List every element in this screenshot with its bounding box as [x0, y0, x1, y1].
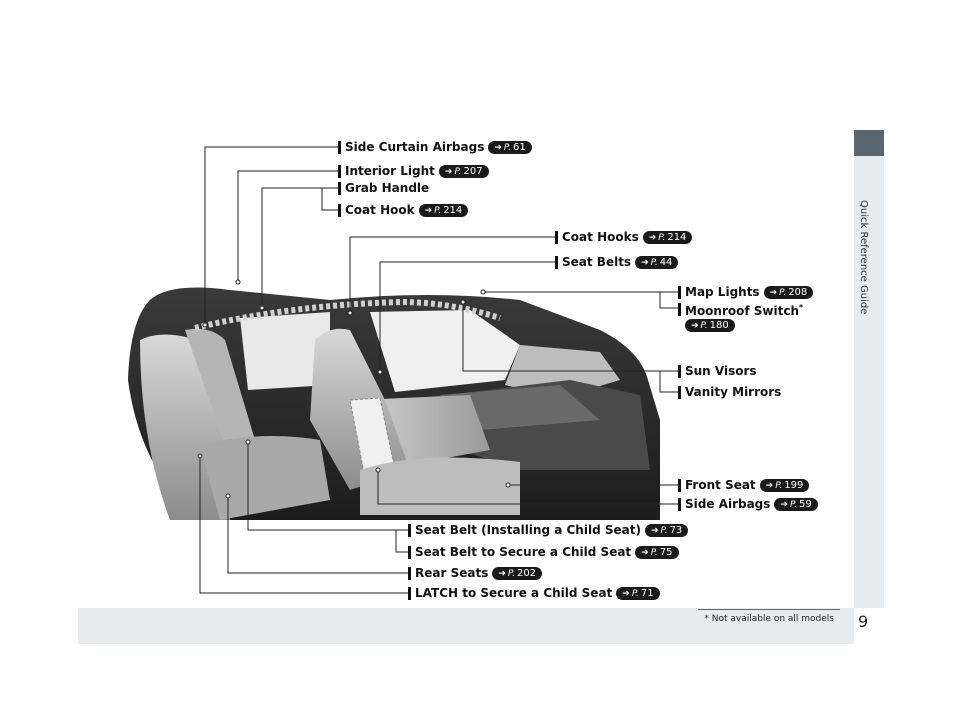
callout-front-seat: Front Seat ➔P.199	[678, 478, 810, 492]
arrow-icon: ➔	[769, 287, 778, 298]
callout-label: Sun Visors	[685, 364, 757, 378]
arrow-icon: ➔	[650, 525, 659, 536]
callout-coat-hook: Coat Hook ➔P.214	[338, 203, 469, 217]
callout-bar	[408, 586, 411, 600]
callout-bar	[678, 497, 681, 511]
page-ref-link[interactable]: ➔P.71	[616, 586, 660, 600]
callout-label: Vanity Mirrors	[685, 385, 782, 399]
asterisk-mark: *	[799, 303, 804, 312]
callout-bar	[408, 545, 411, 559]
arrow-icon: ➔	[780, 499, 788, 510]
arrow-icon: ➔	[641, 547, 649, 558]
callout-vanity-mirrors: Vanity Mirrors	[678, 385, 781, 399]
page-ref-link[interactable]: ➔P.199	[759, 478, 810, 492]
callout-label: Rear Seats	[415, 566, 489, 580]
callout-bar	[338, 203, 341, 217]
callout-grab-handle: Grab Handle	[338, 181, 429, 195]
callout-label: Interior Light	[345, 164, 435, 178]
callout-label: Front Seat	[685, 478, 756, 492]
arrow-icon: ➔	[424, 205, 433, 216]
callout-label: Map Lights	[685, 285, 760, 299]
arrow-icon: ➔	[494, 142, 502, 153]
callout-seat-belt-secure-child-seat: Seat Belt to Secure a Child Seat ➔P.75	[408, 545, 679, 559]
page-ref-link[interactable]: ➔P.75	[635, 545, 679, 559]
callout-side-curtain-airbags: Side Curtain Airbags ➔P.61	[338, 140, 532, 154]
footer-band	[78, 608, 854, 644]
callout-label: Coat Hooks	[562, 230, 639, 244]
callout-label: Seat Belt (Installing a Child Seat)	[415, 523, 641, 537]
page-ref-link[interactable]: ➔P.208	[763, 285, 814, 299]
callout-sun-visors: Sun Visors	[678, 364, 757, 378]
callout-map-lights: Map Lights ➔P.208	[678, 285, 814, 299]
arrow-icon: ➔	[444, 166, 453, 177]
page-ref-link[interactable]: ➔P.202	[492, 566, 543, 580]
callout-interior-light: Interior Light ➔P.207	[338, 164, 489, 178]
callout-label: Side Airbags	[685, 497, 771, 511]
page-ref-link[interactable]: ➔P.73	[644, 523, 689, 537]
callout-label: Seat Belt to Secure a Child Seat	[415, 545, 632, 559]
sidebar-strip	[854, 156, 884, 608]
page-ref-link[interactable]: ➔P.214	[642, 230, 693, 244]
callout-rear-seats: Rear Seats ➔P.202	[408, 566, 543, 580]
callout-bar	[678, 385, 681, 399]
callout-bar	[678, 478, 681, 492]
callout-label: Side Curtain Airbags	[345, 140, 485, 154]
callout-coat-hooks: Coat Hooks ➔P.214	[555, 230, 693, 244]
callout-label: Moonroof Switch*	[685, 303, 804, 318]
page-ref-link[interactable]: ➔P.61	[488, 140, 532, 154]
callout-bar	[408, 523, 411, 537]
callout-bar	[555, 230, 558, 244]
arrow-icon: ➔	[622, 588, 630, 599]
page-ref-link[interactable]: ➔P.214	[418, 203, 469, 217]
arrow-icon: ➔	[691, 321, 699, 331]
callout-seat-belt-installing-child-seat: Seat Belt (Installing a Child Seat) ➔P.7…	[408, 523, 689, 537]
callout-latch-child-seat: LATCH to Secure a Child Seat ➔P.71	[408, 586, 660, 600]
callout-label: Coat Hook	[345, 203, 415, 217]
arrow-icon: ➔	[641, 257, 649, 268]
page-number: 9	[858, 612, 869, 631]
callout-label: Grab Handle	[345, 181, 430, 195]
callout-side-airbags: Side Airbags ➔P.59	[678, 497, 818, 511]
sidebar-tab	[854, 130, 884, 156]
footnote-rule	[698, 609, 840, 610]
callout-label: LATCH to Secure a Child Seat	[415, 586, 613, 600]
moonroof-page-ref: ➔P.180	[685, 319, 735, 332]
callout-bar	[338, 140, 341, 154]
footnote: * Not available on all models	[704, 614, 834, 624]
callout-bar	[338, 164, 341, 178]
callout-seat-belts: Seat Belts ➔P.44	[555, 255, 679, 269]
arrow-icon: ➔	[765, 480, 774, 491]
arrow-icon: ➔	[648, 232, 657, 243]
arrow-icon: ➔	[498, 568, 506, 579]
page-ref-link[interactable]: ➔P.59	[774, 497, 818, 511]
callout-bar	[408, 566, 411, 580]
callout-bar	[678, 364, 681, 378]
callout-bar	[338, 181, 341, 195]
page-ref-link[interactable]: ➔P.180	[685, 319, 735, 332]
callout-bar	[678, 303, 681, 316]
page-ref-link[interactable]: ➔P.44	[635, 255, 679, 269]
callout-bar	[555, 255, 558, 269]
callout-bar	[678, 285, 681, 299]
callout-label: Seat Belts	[562, 255, 632, 269]
page-ref-link[interactable]: ➔P.207	[438, 164, 489, 178]
callout-moonroof-switch: Moonroof Switch*	[678, 301, 803, 318]
